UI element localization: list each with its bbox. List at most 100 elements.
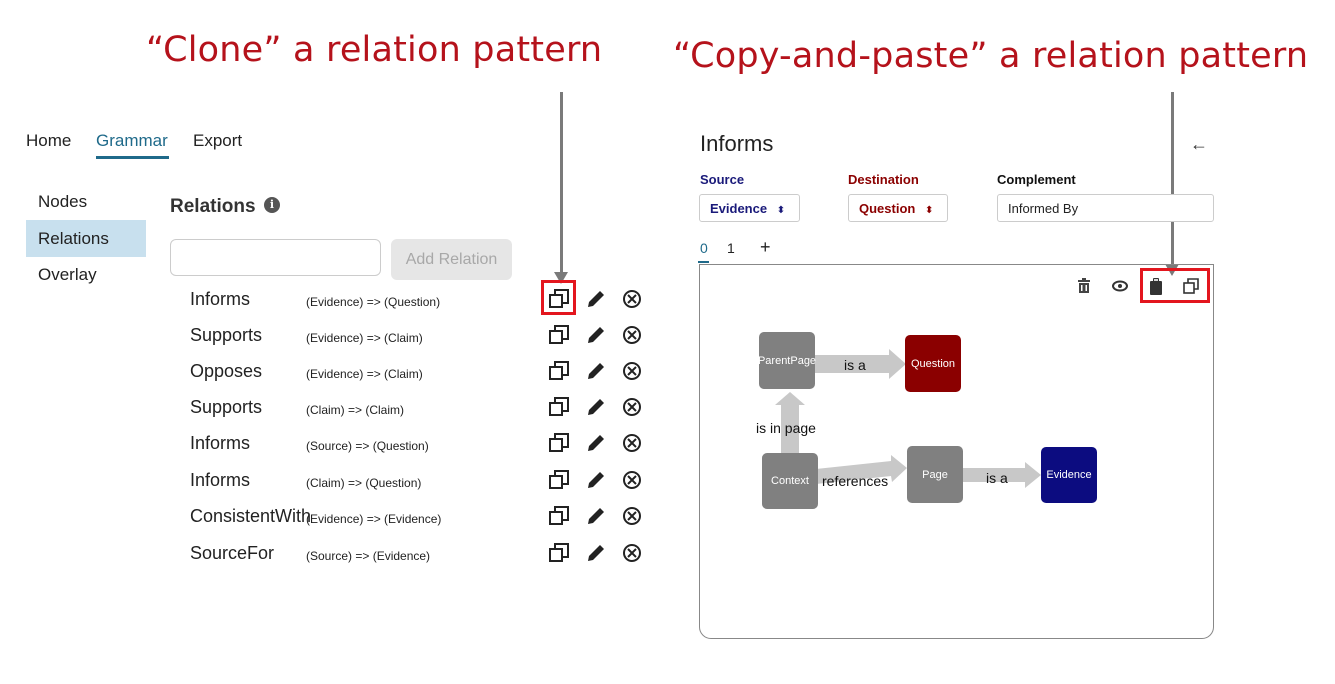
relation-name: Opposes — [190, 361, 263, 381]
graph-node-context[interactable]: Context — [762, 453, 818, 509]
relation-signature: (Claim) => (Question) — [306, 476, 422, 490]
clipboard-icon[interactable] — [1149, 278, 1163, 295]
relation-row: Informs (Evidence) => (Question) — [0, 289, 660, 325]
add-relation-button[interactable]: Add Relation — [391, 239, 512, 280]
relation-signature: (Source) => (Question) — [306, 439, 429, 453]
pencil-icon[interactable] — [586, 361, 606, 381]
edge-label-is-in-page: is in page — [756, 420, 816, 436]
clone-icon[interactable] — [548, 288, 570, 310]
eye-icon[interactable] — [1112, 280, 1128, 292]
relation-name-input[interactable] — [170, 239, 381, 276]
edge-label-is-a: is a — [844, 357, 866, 373]
graph-node-question[interactable]: Question — [905, 335, 961, 392]
graph-node-page[interactable]: Page — [907, 446, 963, 503]
nav-export[interactable]: Export — [193, 131, 243, 150]
sidebar-item-nodes[interactable]: Nodes — [38, 192, 88, 211]
relation-row: SourceFor (Source) => (Evidence) — [0, 543, 660, 579]
delete-circle-icon[interactable] — [622, 543, 642, 563]
trash-icon[interactable] — [1076, 278, 1092, 294]
relation-row: Informs (Source) => (Question) — [0, 433, 660, 469]
pencil-icon[interactable] — [586, 543, 606, 563]
delete-circle-icon[interactable] — [622, 325, 642, 345]
tab-1[interactable]: 1 — [727, 240, 735, 256]
relation-row: Supports(Evidence) => (Claim) — [0, 325, 660, 361]
complement-input[interactable]: Informed By — [997, 194, 1214, 222]
updown-icon: ⬍ — [776, 205, 786, 216]
source-label: Source — [700, 172, 745, 187]
arrow-left-icon[interactable]: ← — [1190, 134, 1208, 154]
graph-node-evidence[interactable]: Evidence — [1041, 447, 1097, 503]
destination-select[interactable]: Question ⬍ — [848, 194, 948, 222]
relation-name: Informs — [190, 289, 251, 309]
edge-context-page — [816, 455, 907, 484]
info-icon[interactable]: i — [264, 197, 280, 213]
pencil-icon[interactable] — [586, 289, 606, 309]
relation-row: Informs (Claim) => (Question) — [0, 470, 660, 506]
clone-icon[interactable] — [548, 360, 570, 382]
relation-name: ConsistentWith — [190, 506, 312, 526]
destination-label: Destination — [848, 172, 919, 187]
add-tab-button[interactable]: + — [760, 237, 771, 257]
pattern-graph-edges — [775, 349, 1041, 488]
relation-name: SourceFor — [190, 543, 275, 563]
nav-grammar[interactable]: Grammar — [96, 131, 168, 150]
pencil-icon[interactable] — [586, 433, 606, 453]
copy-icon[interactable] — [1183, 278, 1199, 294]
relation-signature: (Claim) => (Claim) — [306, 403, 405, 417]
relation-name: Supports — [190, 397, 263, 417]
relations-title: Relations — [170, 196, 256, 217]
sidebar-selected-bg — [26, 220, 146, 257]
complement-input-value: Informed By — [1008, 201, 1079, 216]
relation-row: ConsistentWith(Evidence) => (Evidence) — [0, 506, 660, 542]
relation-name: Informs — [190, 470, 251, 490]
pencil-icon[interactable] — [586, 506, 606, 526]
edge-label-is-a: is a — [986, 470, 1008, 486]
delete-circle-icon[interactable] — [622, 470, 642, 490]
delete-circle-icon[interactable] — [622, 397, 642, 417]
clone-icon[interactable] — [548, 542, 570, 564]
clone-icon[interactable] — [548, 505, 570, 527]
arrow-line-right — [1171, 92, 1174, 268]
delete-circle-icon[interactable] — [622, 433, 642, 453]
delete-circle-icon[interactable] — [622, 361, 642, 381]
relation-row: Opposes (Evidence) => (Claim) — [0, 361, 660, 397]
destination-select-value: Question — [859, 201, 916, 216]
highlight-clone-icon — [541, 280, 576, 315]
source-select-value: Evidence — [710, 201, 768, 216]
updown-icon: ⬍ — [924, 205, 934, 216]
edge-page-evidence — [963, 462, 1041, 488]
pencil-icon[interactable] — [586, 397, 606, 417]
edge-parentpage-question — [815, 349, 906, 379]
nav-home[interactable]: Home — [26, 131, 72, 150]
sidebar-item-relations[interactable]: Relations — [38, 229, 109, 248]
edge-context-parentpage — [775, 392, 805, 454]
clone-icon[interactable] — [548, 396, 570, 418]
delete-circle-icon[interactable] — [622, 289, 642, 309]
relation-name: Supports — [190, 325, 263, 345]
caption-clone: “Clone” a relation pattern — [146, 30, 603, 70]
sidebar-item-overlay[interactable]: Overlay — [38, 265, 97, 284]
relation-signature: (Evidence) => (Claim) — [306, 367, 423, 381]
caption-copy-paste: “Copy-and-paste” a relation pattern — [673, 36, 1309, 76]
tab-0[interactable]: 0 — [700, 240, 708, 256]
source-select[interactable]: Evidence ⬍ — [699, 194, 800, 222]
relation-signature: (Source) => (Evidence) — [306, 549, 431, 563]
highlight-paste-copy-icons — [1140, 268, 1210, 303]
graph-node-parentpage[interactable]: ParentPage — [758, 332, 816, 389]
relation-signature: (Evidence) => (Question) — [306, 295, 441, 309]
pencil-icon[interactable] — [586, 470, 606, 490]
clone-icon[interactable] — [548, 324, 570, 346]
pencil-icon[interactable] — [586, 325, 606, 345]
tab-active-underline — [698, 261, 709, 263]
relation-row: Supports (Claim) => (Claim) — [0, 397, 660, 433]
complement-label: Complement — [997, 172, 1076, 187]
nav-active-underline — [96, 156, 169, 159]
pattern-canvas[interactable] — [699, 264, 1214, 639]
edge-label-references: references — [822, 473, 889, 489]
delete-circle-icon[interactable] — [622, 506, 642, 526]
relation-signature: (Evidence) => (Evidence) — [306, 512, 442, 526]
clone-icon[interactable] — [548, 432, 570, 454]
relation-name: Informs — [190, 433, 251, 453]
clone-icon[interactable] — [548, 469, 570, 491]
arrow-line-left — [560, 92, 563, 276]
